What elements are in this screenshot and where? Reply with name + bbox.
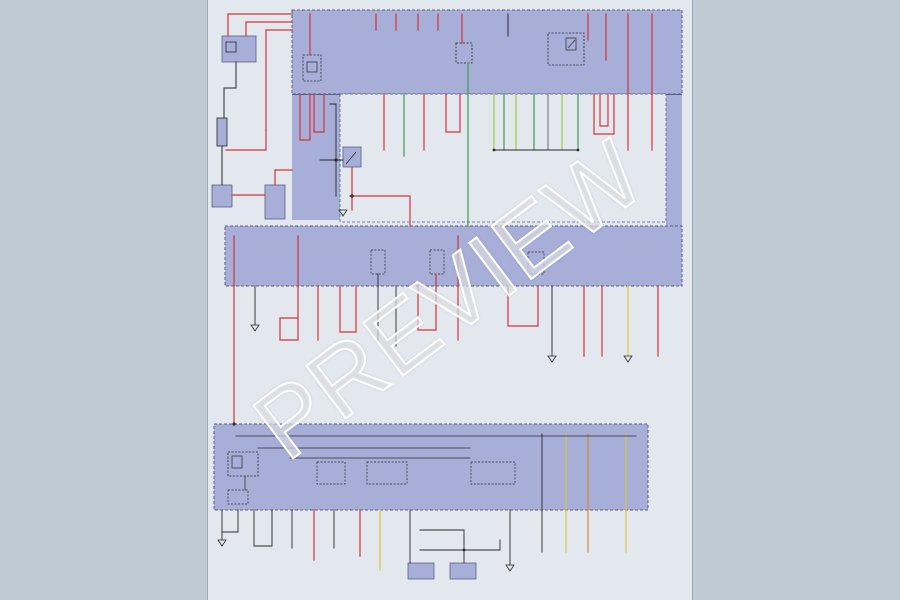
lamp-box-1	[407, 562, 435, 580]
module-bottom	[213, 423, 649, 511]
module-top	[291, 9, 683, 226]
relay-bottom-4	[366, 461, 408, 485]
relay-bottom-1	[227, 451, 259, 477]
relay-bottom-3	[316, 461, 346, 485]
wires	[221, 13, 659, 571]
relay-bottom-2	[227, 489, 249, 505]
relay-mid-2	[429, 249, 445, 275]
lamp-box-2	[449, 562, 477, 580]
relay-mid-1	[370, 249, 386, 275]
connector-dots	[232, 148, 580, 552]
relay-box-left	[221, 35, 257, 63]
alternator-box	[211, 184, 233, 208]
module-middle	[224, 225, 683, 287]
relay-bottom-5	[470, 461, 516, 485]
relay-top-2	[455, 42, 473, 64]
ground-relay-box	[342, 146, 362, 168]
starter-box	[264, 184, 286, 220]
relay-top-3	[547, 32, 585, 66]
relay-top-1	[302, 54, 322, 82]
relay-mid-3	[527, 251, 545, 275]
battery-symbol	[216, 117, 228, 147]
ground-symbols	[217, 209, 633, 572]
